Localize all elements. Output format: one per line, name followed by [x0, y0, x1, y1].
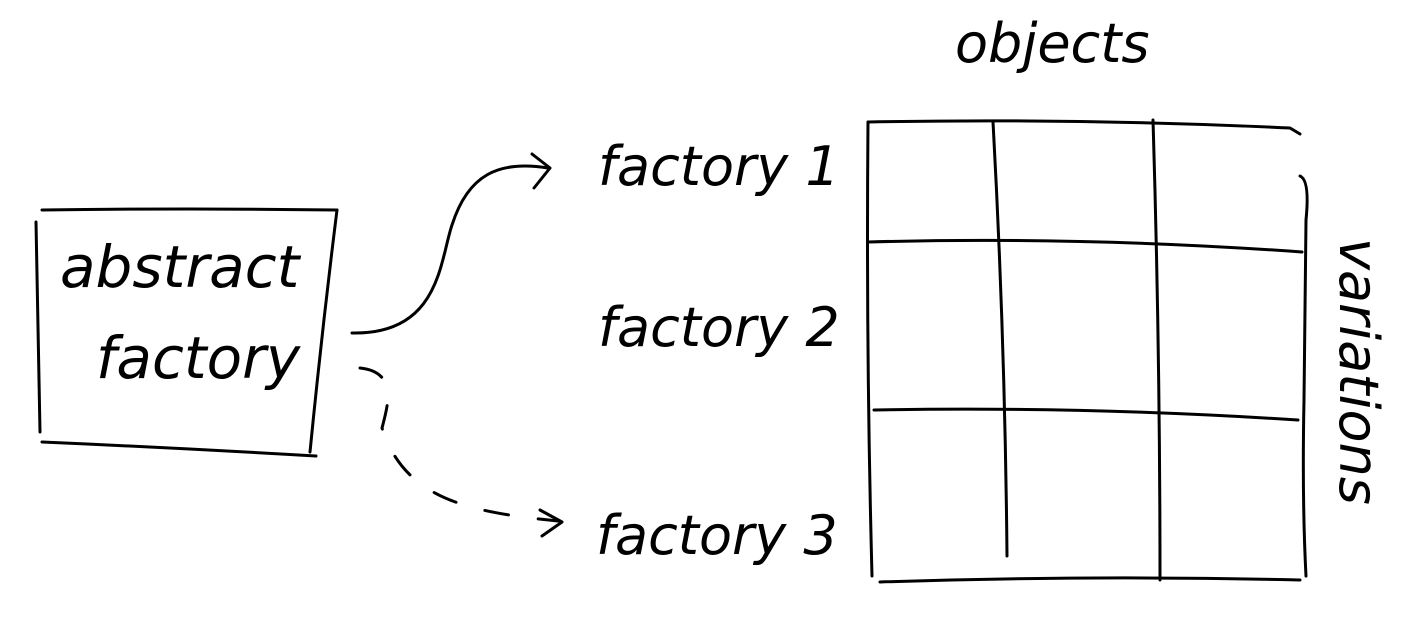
abstract-factory-box-bottom	[40, 440, 318, 458]
grid-line-right	[1298, 174, 1309, 578]
grid-line-row-2	[872, 407, 1300, 422]
arrow-to-factory-1	[350, 152, 552, 335]
grid-line-col-2	[1151, 118, 1162, 582]
arrow-to-factory-1-head	[530, 152, 552, 190]
objects-title: objects	[955, 12, 1150, 75]
abstract-factory-box-right	[308, 208, 339, 454]
variations-label: variations	[1327, 238, 1390, 505]
abstract-factory-box-top	[40, 207, 339, 212]
arrow-to-factory-3	[358, 366, 564, 538]
abstract-factory-box: abstract factory	[34, 207, 339, 458]
abstract-box-line2: factory	[96, 324, 301, 392]
factory-2-label: factory 2	[598, 296, 840, 359]
factory-1-label: factory 1	[598, 135, 840, 198]
abstract-box-line1: abstract	[60, 233, 302, 301]
grid-line-row-1	[866, 238, 1304, 254]
arrow-to-factory-3-head	[538, 508, 564, 538]
arrow-to-factory-3-line	[358, 366, 560, 523]
grid-line-top	[866, 119, 1302, 136]
grid-line-col-1	[991, 120, 1009, 558]
abstract-factory-box-left	[34, 220, 42, 434]
grid-line-bottom	[878, 576, 1302, 584]
factory-3-label: factory 3	[596, 504, 838, 567]
arrow-to-factory-1-line	[350, 164, 550, 335]
objects-grid	[866, 118, 1309, 584]
grid-line-left	[866, 120, 874, 578]
